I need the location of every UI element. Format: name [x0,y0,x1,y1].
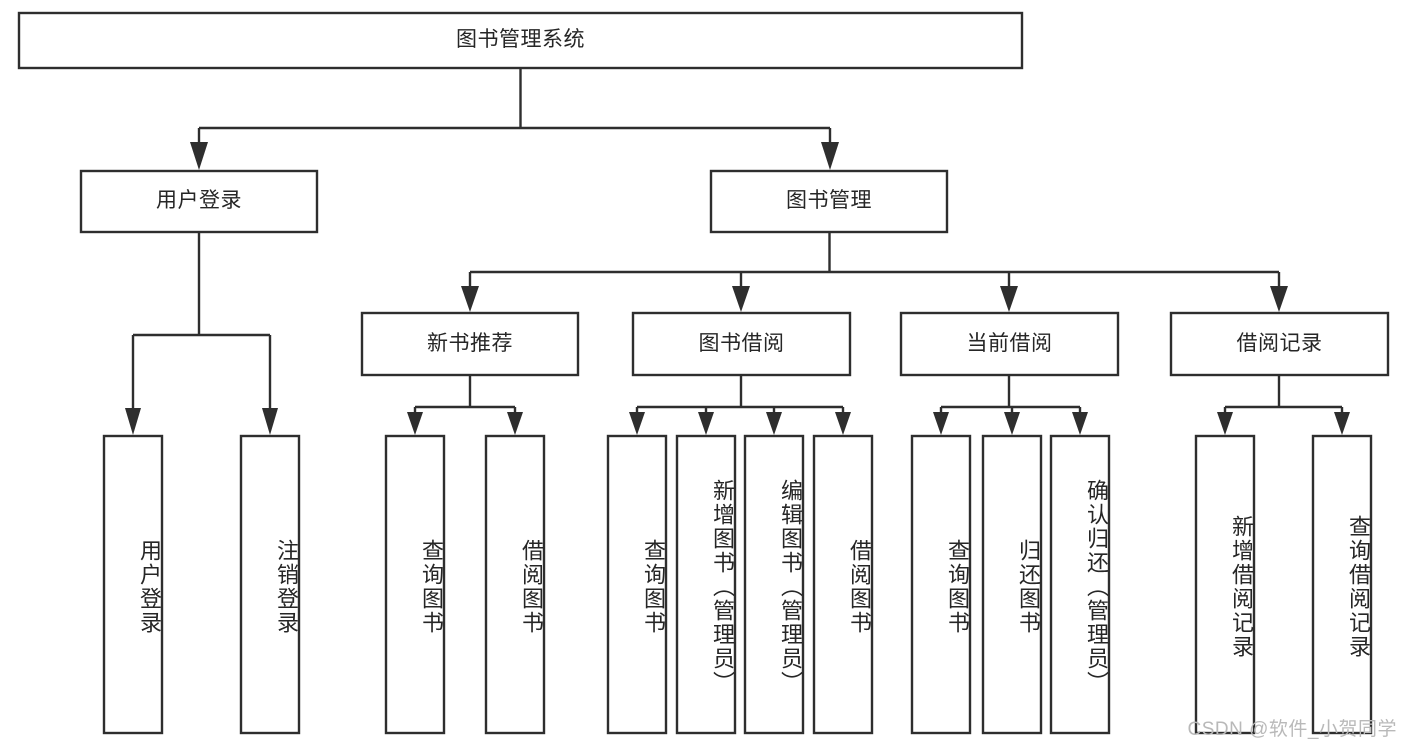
node-box-leaf-user-login[interactable] [102,434,164,735]
connector-group-book-borrow-to-leaves [629,375,851,435]
node-box-leaf-user-logout[interactable] [239,434,301,735]
arrowhead-leaf-confirm-return [1072,412,1088,435]
node-box-leaf-query-book-2[interactable] [606,434,668,735]
node-box-leaf-edit-book[interactable] [743,434,805,735]
node-box-borrow-record[interactable] [1169,311,1390,377]
arrowhead-leaf-return-book [1004,412,1020,435]
arrowhead-book-borrow [732,286,750,312]
node-box-new-book-recommend[interactable] [360,311,580,377]
connector-group-current-borrow-to-leaves [933,375,1088,435]
arrowhead-user-login [190,142,208,170]
node-box-leaf-return-book[interactable] [981,434,1043,735]
node-box-leaf-query-record[interactable] [1311,434,1373,735]
connector-group-new-book-recommend-to-leaves [407,375,523,435]
arrowhead-book-manage [821,142,839,170]
node-box-book-borrow[interactable] [631,311,852,377]
arrowhead-leaf-add-book [698,412,714,435]
node-box-leaf-add-book[interactable] [675,434,737,735]
arrowhead-leaf-borrow-book-2 [835,412,851,435]
arrowhead-leaf-edit-book [766,412,782,435]
arrowhead-leaf-user-logout [262,408,278,435]
arrowhead-borrow-record [1270,286,1288,312]
node-box-current-borrow[interactable] [899,311,1120,377]
arrowhead-leaf-query-book-2 [629,412,645,435]
arrowhead-leaf-add-record [1217,412,1233,435]
connector-group-borrow-record-to-leaves [1217,375,1350,435]
node-box-leaf-query-book-3[interactable] [910,434,972,735]
node-box-leaf-query-book-1[interactable] [384,434,446,735]
arrowhead-current-borrow [1000,286,1018,312]
node-box-root[interactable] [17,11,1024,70]
node-box-leaf-confirm-return[interactable] [1049,434,1111,735]
arrowhead-leaf-query-record [1334,412,1350,435]
node-box-leaf-borrow-book-1[interactable] [484,434,546,735]
connector-group-book-manage-to-level3 [461,232,1288,312]
node-box-leaf-add-record[interactable] [1194,434,1256,735]
node-box-leaf-borrow-book-2[interactable] [812,434,874,735]
arrowhead-leaf-user-login [125,408,141,435]
node-box-book-manage[interactable] [709,169,949,234]
arrowhead-leaf-borrow-book-1 [507,412,523,435]
arrowhead-leaf-query-book-1 [407,412,423,435]
connector-group-user-login-to-leaves [125,232,278,435]
arrowhead-new-book-recommend [461,286,479,312]
node-box-user-login[interactable] [79,169,319,234]
connector-group-root-to-level2 [190,68,839,170]
arrowhead-leaf-query-book-3 [933,412,949,435]
